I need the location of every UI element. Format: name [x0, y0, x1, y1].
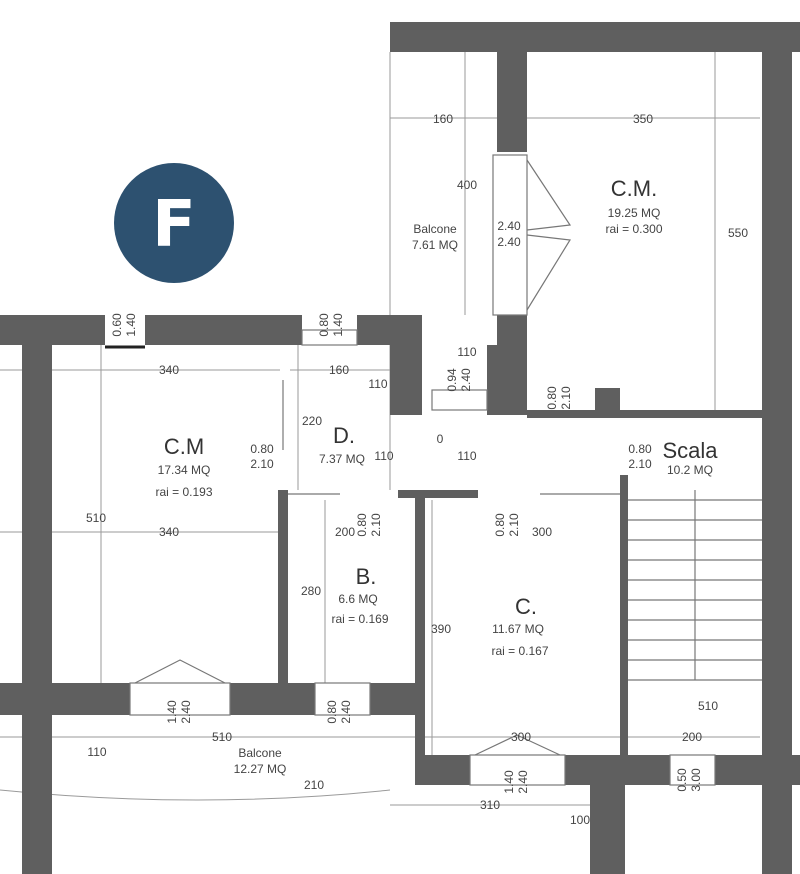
room-area: 19.25 MQ	[608, 206, 661, 220]
opening-width: 0.80	[317, 313, 331, 337]
balcony-area: 12.27 MQ	[234, 762, 287, 776]
opening-width: 0.60	[110, 313, 124, 337]
opening-width: 0.80	[493, 513, 507, 537]
opening-width: 1.40	[165, 700, 179, 724]
room-name: B.	[356, 564, 377, 589]
opening-width: 0.80	[250, 442, 274, 456]
room-name: C.	[515, 594, 537, 619]
dimension-labels: 160 350 400 550 340 160 110 110 220 110 …	[86, 112, 748, 827]
room-area: 11.67 MQ	[492, 622, 544, 636]
dim-label: 280	[301, 584, 321, 598]
room-name: C.M.	[611, 176, 657, 201]
opening-width: 1.40	[502, 770, 516, 794]
dim-label: 300	[511, 730, 531, 744]
opening-height: 2.10	[369, 513, 383, 537]
opening-height: 2.40	[339, 700, 353, 724]
room-area: 7.37 MQ	[319, 452, 365, 466]
balcony-name: Balcone	[413, 222, 457, 236]
room-area: 10.2 MQ	[667, 463, 713, 477]
room-rai: rai = 0.300	[605, 222, 662, 236]
room-area: 17.34 MQ	[158, 463, 211, 477]
dim-label: 300	[532, 525, 552, 539]
opening-width: 0.80	[628, 442, 652, 456]
badge-circle	[114, 163, 234, 283]
balcony-area: 7.61 MQ	[412, 238, 458, 252]
opening-height: 3.00	[689, 768, 703, 792]
dim-label: 340	[159, 363, 179, 377]
dim-label: 390	[431, 622, 451, 636]
walls	[0, 22, 800, 874]
dim-label: 510	[86, 511, 106, 525]
dim-label: 350	[633, 112, 653, 126]
opening-width: 0.50	[675, 768, 689, 792]
opening-height: 2.40	[497, 235, 521, 249]
room-name: Scala	[662, 438, 718, 463]
dim-label: 160	[433, 112, 453, 126]
dim-label: 0	[437, 432, 444, 446]
dim-label: 110	[374, 449, 393, 463]
dim-label: 310	[480, 798, 500, 812]
opening-height: 2.40	[459, 368, 473, 392]
dim-label: 160	[329, 363, 349, 377]
stairs	[628, 490, 762, 681]
dim-label: 110	[457, 449, 476, 463]
room-area: 6.6 MQ	[338, 592, 377, 606]
opening-height: 2.10	[250, 457, 274, 471]
dim-label: 340	[159, 525, 179, 539]
opening-height: 2.40	[516, 770, 530, 794]
dim-label: 400	[457, 178, 477, 192]
opening-width: 0.94	[445, 368, 459, 392]
opening-width: 2.40	[497, 219, 521, 233]
opening-height: 1.40	[124, 313, 138, 337]
dim-label: 550	[728, 226, 748, 240]
unit-badge: F	[114, 163, 234, 283]
room-rai: rai = 0.167	[491, 644, 548, 658]
room-name: D.	[333, 423, 355, 448]
dim-label: 100	[570, 813, 590, 827]
opening-height: 2.10	[628, 457, 652, 471]
badge-letter: F	[152, 188, 196, 262]
dim-label: 200	[335, 525, 355, 539]
dim-label: 220	[302, 414, 322, 428]
room-labels: C.M. 19.25 MQ rai = 0.300 C.M 17.34 MQ r…	[155, 176, 718, 776]
dim-label: 110	[457, 345, 476, 359]
dim-label: 510	[212, 730, 232, 744]
openings	[105, 154, 716, 786]
opening-height: 2.40	[179, 700, 193, 724]
dim-label: 210	[304, 778, 324, 792]
opening-width: 0.80	[545, 386, 559, 410]
opening-width: 0.80	[325, 700, 339, 724]
dim-label: 200	[682, 730, 702, 744]
opening-height: 1.40	[331, 313, 345, 337]
opening-height: 2.10	[507, 513, 521, 537]
room-rai: rai = 0.169	[331, 612, 388, 626]
opening-height: 2.10	[559, 386, 573, 410]
room-name: C.M	[164, 434, 204, 459]
dim-label: 110	[368, 377, 387, 391]
room-rai: rai = 0.193	[155, 485, 212, 499]
balcony-name: Balcone	[238, 746, 282, 760]
dim-label: 110	[87, 745, 106, 759]
dim-label: 510	[698, 699, 718, 713]
opening-width: 0.80	[355, 513, 369, 537]
